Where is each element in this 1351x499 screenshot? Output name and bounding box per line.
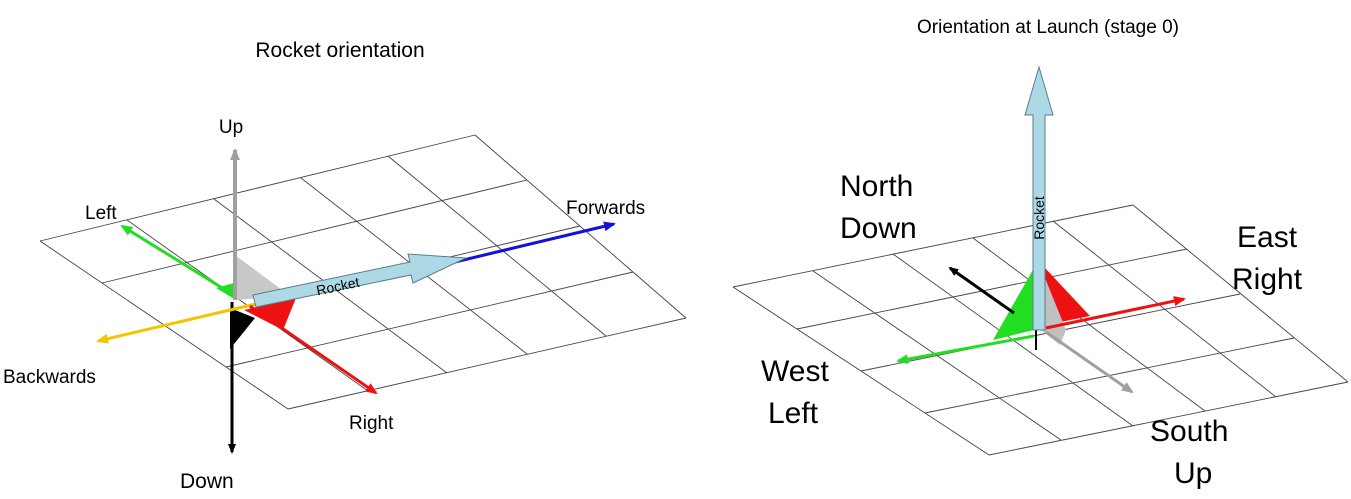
left-left-label: Left	[85, 203, 117, 224]
left-rocket-body	[252, 253, 468, 308]
south-sub-label: Up	[1174, 457, 1212, 490]
left-rocket-label: Rocket	[315, 274, 361, 299]
left-diagram-title: Rocket orientation	[255, 39, 424, 62]
right-rocket-label: Rocket	[1031, 196, 1047, 240]
east-label: East	[1237, 221, 1298, 254]
left-forwards-label: Forwards	[566, 198, 645, 219]
left-diagram: Rocket orientation Rocket	[3, 39, 687, 493]
left-down-label: Down	[180, 470, 234, 493]
west-label: West	[761, 355, 829, 388]
north-sub-label: Down	[840, 212, 917, 245]
right-west-axis	[896, 334, 1035, 365]
right-diagram: Orientation at Launch (stage 0) Rocket	[732, 17, 1349, 490]
left-left-axis	[120, 224, 233, 296]
right-rocket-body	[1024, 65, 1054, 331]
right-east-axis	[1045, 296, 1186, 330]
left-black-fin	[230, 308, 255, 349]
left-forwards-axis	[454, 221, 616, 264]
right-north-axis	[948, 266, 1015, 315]
left-red-fin	[244, 298, 296, 330]
left-right-label: Right	[349, 413, 394, 434]
east-sub-label: Right	[1232, 263, 1303, 296]
south-label: South	[1150, 415, 1228, 448]
right-diagram-title: Orientation at Launch (stage 0)	[917, 17, 1179, 38]
left-up-label: Up	[219, 117, 243, 138]
left-gray-fin	[235, 255, 290, 300]
left-backwards-label: Backwards	[3, 367, 96, 388]
west-sub-label: Left	[768, 397, 819, 430]
right-south-axis	[1045, 330, 1134, 394]
north-label: North	[840, 170, 913, 203]
right-green-fin	[993, 268, 1034, 340]
left-right-axis	[249, 304, 378, 395]
